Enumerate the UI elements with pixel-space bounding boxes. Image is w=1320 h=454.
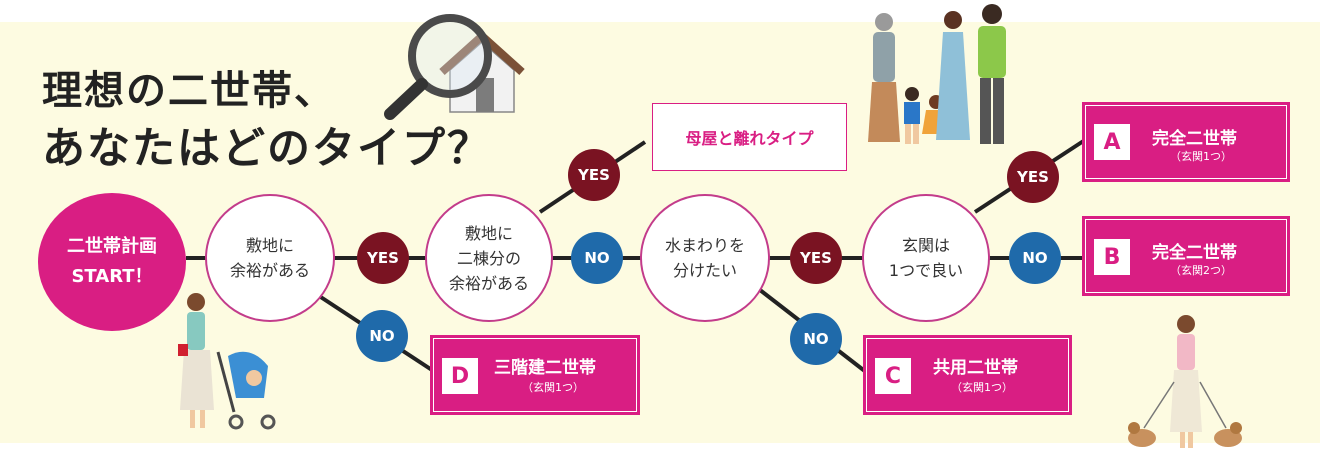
result-name: 完全二世帯: [1152, 129, 1237, 149]
result-border: [433, 338, 637, 412]
result-letter: C: [875, 358, 911, 394]
yes-badge: YES: [568, 149, 620, 201]
result-sub: （玄関2つ）: [1170, 264, 1232, 277]
result-letter: A: [1094, 124, 1130, 160]
yes-badge: YES: [1007, 151, 1059, 203]
result-border: [866, 338, 1069, 412]
result-main-and-annex: 母屋と離れタイプ: [652, 103, 847, 171]
yes-badge: YES: [357, 232, 409, 284]
result-letter: D: [442, 358, 478, 394]
no-badge: NO: [1009, 232, 1061, 284]
result-sub: （玄関1つ）: [522, 381, 584, 394]
woman-dogs-illustration: [1128, 315, 1242, 448]
question-two-buildings: 敷地に 二棟分の 余裕がある: [425, 194, 553, 322]
result-d: D 三階建二世帯 （玄関1つ）: [430, 335, 640, 415]
result-c: C 共用二世帯 （玄関1つ）: [863, 335, 1072, 415]
mother-stroller-illustration: [178, 293, 276, 430]
result-sub: （玄関1つ）: [951, 381, 1013, 394]
result-sub: （玄関1つ）: [1170, 150, 1232, 163]
result-name: 完全二世帯: [1152, 243, 1237, 263]
result-b: B 完全二世帯 （玄関2つ）: [1082, 216, 1290, 296]
start-node: 二世帯計画 START！: [38, 193, 186, 331]
family-illustration: [868, 4, 1006, 144]
result-name: 三階建二世帯: [494, 358, 596, 378]
result-letter: B: [1094, 239, 1130, 275]
result-name: 共用二世帯: [933, 358, 1018, 378]
title-line-2: あなたはどのタイプ？: [42, 124, 492, 174]
question-one-entrance: 玄関は 1つで良い: [862, 194, 990, 322]
result-a: A 完全二世帯 （玄関1つ）: [1082, 102, 1290, 182]
result-border: [1085, 219, 1287, 293]
yes-badge: YES: [790, 232, 842, 284]
question-separate-water: 水まわりを 分けたい: [640, 194, 770, 322]
no-badge: NO: [571, 232, 623, 284]
magnifier-house-icon: [384, 14, 525, 120]
no-badge: NO: [790, 313, 842, 365]
result-border: [1085, 105, 1287, 179]
question-site-space: 敷地に 余裕がある: [205, 194, 335, 322]
no-badge: NO: [356, 310, 408, 362]
title-line-1: 理想の二世帯、: [42, 68, 336, 114]
